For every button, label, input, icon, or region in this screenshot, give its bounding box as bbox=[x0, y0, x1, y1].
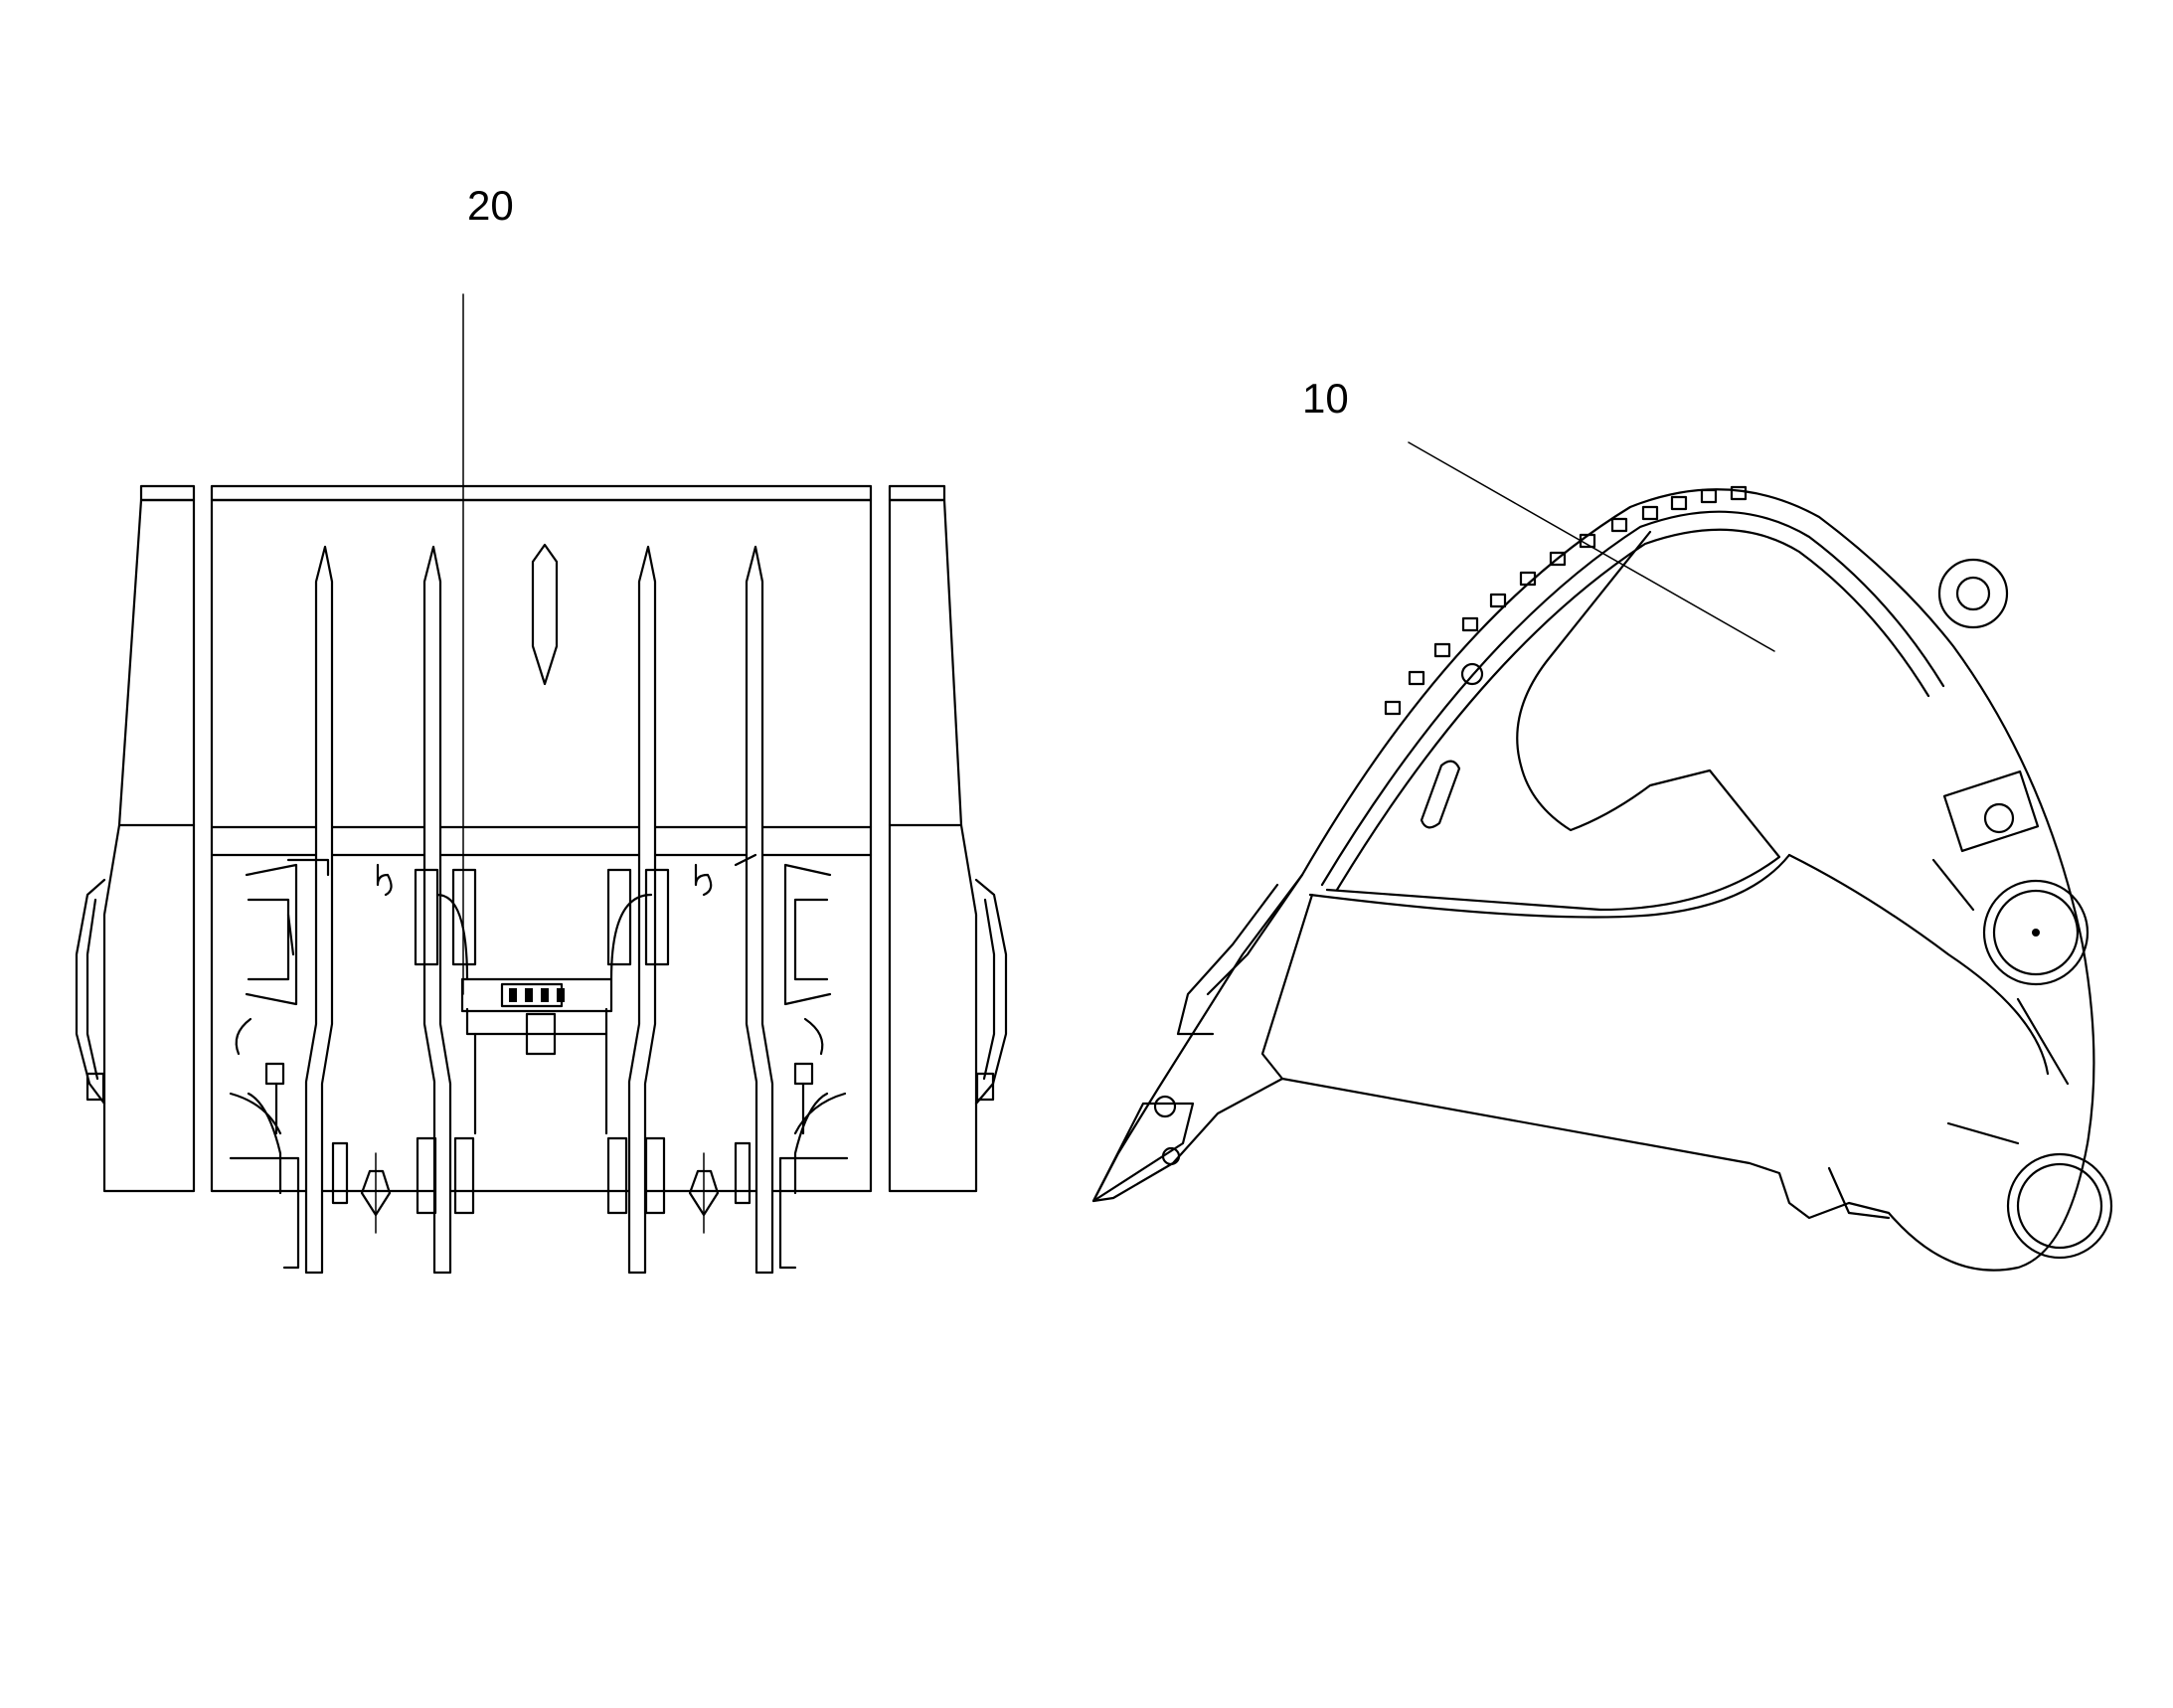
fork-bucket-front-view bbox=[75, 484, 1008, 1275]
left-side-plate bbox=[102, 498, 196, 1193]
right-side-plate bbox=[888, 498, 978, 1193]
callout-label-20: 20 bbox=[467, 182, 514, 229]
fork-1 bbox=[304, 545, 334, 1275]
bucket-outline bbox=[1091, 488, 2095, 1272]
bucket-tooth bbox=[1091, 1102, 1195, 1203]
center-tooth bbox=[531, 543, 559, 686]
fork-mounts bbox=[229, 853, 849, 1270]
callout-label-10: 10 bbox=[1302, 375, 1349, 422]
back-panel bbox=[210, 498, 873, 1193]
fork-3 bbox=[627, 545, 657, 1275]
leader-line-10 bbox=[1408, 441, 1775, 652]
bucket-side-view bbox=[1091, 485, 2113, 1272]
fork-4 bbox=[745, 545, 774, 1275]
valve-block bbox=[435, 893, 653, 1135]
rim-center bbox=[210, 484, 873, 502]
rim-right bbox=[888, 484, 946, 502]
wear-strips bbox=[1384, 485, 1748, 716]
rim-left bbox=[139, 484, 196, 502]
